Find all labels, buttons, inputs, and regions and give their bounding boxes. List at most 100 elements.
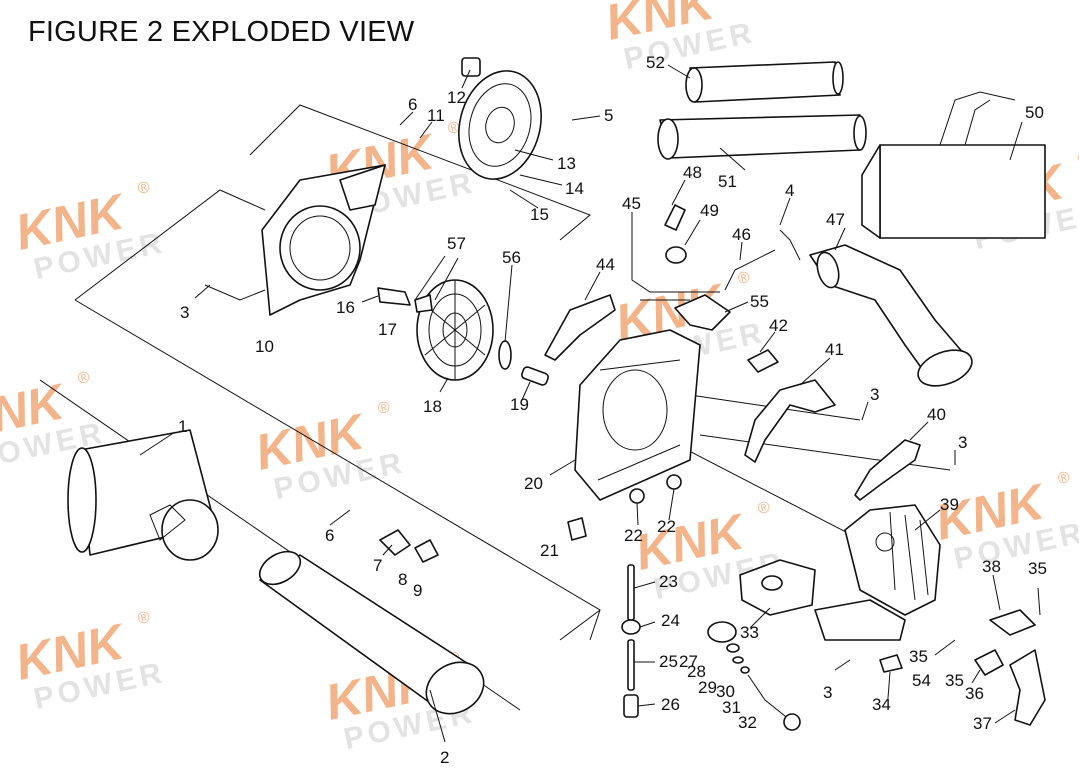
callout-34: 34	[872, 695, 891, 714]
part-49-washer	[665, 246, 687, 264]
callout-21: 21	[540, 541, 559, 560]
callout-6: 6	[408, 95, 417, 114]
callout-57: 57	[447, 234, 466, 253]
callout-56: 56	[502, 248, 521, 267]
watermark-knk-power: KNK®POWER	[251, 399, 409, 506]
part-36-clamp	[974, 649, 1004, 676]
part-48-plug	[664, 204, 686, 231]
callout-33: 33	[740, 623, 759, 642]
callout-32: 32	[738, 713, 757, 732]
watermark-registered: ®	[136, 179, 151, 198]
callout-3: 3	[958, 433, 967, 452]
callout-36: 36	[965, 684, 984, 703]
callout-55: 55	[750, 292, 769, 311]
part-13-recoil-starter	[458, 57, 542, 180]
callout-35: 35	[945, 671, 964, 690]
figure-title: FIGURE 2 EXPLODED VIEW	[28, 16, 415, 48]
callout-35: 35	[1028, 559, 1047, 578]
leader-lines	[139, 64, 1041, 743]
callout-38: 38	[982, 557, 1001, 576]
part-42-plate	[747, 349, 779, 373]
watermark-registered: ®	[756, 499, 771, 518]
callout-12: 12	[447, 88, 466, 107]
part-20-main-housing	[574, 329, 701, 501]
callout-4: 4	[785, 181, 794, 200]
callout-6: 6	[325, 526, 334, 545]
part-23-26-stack	[621, 564, 641, 718]
watermark-knk-power: KNK®POWER	[11, 609, 169, 716]
watermark-registered: ®	[736, 269, 751, 288]
watermark-knk-power: KNK®POWER	[931, 469, 1079, 576]
part-38-bracket	[989, 609, 1036, 636]
callout-30: 30	[716, 682, 735, 701]
callout-13: 13	[557, 154, 576, 173]
callout-37: 37	[973, 714, 992, 733]
callout-42: 42	[769, 316, 788, 335]
callout-17: 17	[378, 320, 397, 339]
callout-50: 50	[1025, 103, 1044, 122]
part-10-fan-housing	[261, 164, 386, 316]
part-19-shaft	[521, 366, 549, 386]
watermark-registered: ®	[1076, 149, 1079, 168]
part-33-fuel-tank	[739, 559, 816, 616]
callout-51: 51	[718, 172, 737, 191]
part-engine-base	[814, 599, 906, 641]
callout-3: 3	[823, 683, 832, 702]
callout-27: 27	[679, 652, 698, 671]
callout-18: 18	[423, 397, 442, 416]
callout-24: 24	[661, 611, 680, 630]
callout-46: 46	[732, 225, 751, 244]
callout-41: 41	[825, 340, 844, 359]
callout-15: 15	[530, 205, 549, 224]
callout-2: 2	[440, 748, 449, 767]
part-32-filter	[783, 713, 801, 731]
watermark-knk-power: KNK®POWER	[11, 179, 169, 286]
callout-25: 25	[659, 652, 678, 671]
part-8-clamp	[414, 539, 439, 563]
callout-49: 49	[700, 201, 719, 220]
callout-3: 3	[180, 303, 189, 322]
watermark-registered: ®	[136, 609, 151, 628]
callout-52: 52	[646, 53, 665, 72]
watermark-registered: ®	[376, 399, 391, 418]
callout-labels: 1 2 3 3 3 3 4 5 6 6 7 8 9 10 11 12 13 14…	[178, 53, 1047, 767]
callout-29: 29	[698, 678, 717, 697]
callout-22: 22	[624, 526, 643, 545]
part-2-tube	[258, 550, 485, 715]
callout-48: 48	[683, 163, 702, 182]
part-34-pad	[879, 654, 903, 673]
watermark-registered: ®	[76, 369, 91, 388]
callout-14: 14	[565, 179, 584, 198]
watermark-registered: ®	[446, 119, 461, 138]
callout-54: 54	[912, 671, 931, 690]
callout-22: 22	[657, 517, 676, 536]
callout-3: 3	[870, 385, 879, 404]
part-45-wire	[631, 240, 720, 293]
callout-9: 9	[413, 581, 422, 600]
part-46-rod	[724, 249, 776, 291]
part-16-bracket	[377, 287, 411, 306]
callout-10: 10	[255, 337, 274, 356]
part-7-clamp	[379, 529, 411, 556]
callout-20: 20	[524, 474, 543, 493]
part-47-elbow	[809, 244, 973, 387]
watermark-registered: ®	[1056, 469, 1071, 488]
callout-23: 23	[659, 572, 678, 591]
part-27-fuel-cap	[707, 621, 737, 643]
part-21-block	[567, 517, 587, 541]
callout-31: 31	[722, 698, 741, 717]
part-40-grip	[854, 439, 921, 501]
part-51-nozzle	[657, 114, 867, 160]
callout-47: 47	[826, 210, 845, 229]
part-56-washer	[498, 340, 512, 370]
part-32-fuel-line	[747, 674, 791, 721]
part-1-tube	[67, 429, 219, 561]
callout-11: 11	[427, 106, 445, 125]
callout-8: 8	[398, 570, 407, 589]
callout-19: 19	[510, 395, 529, 414]
callout-16: 16	[336, 298, 355, 317]
callout-28: 28	[687, 662, 706, 681]
part-29-ring	[732, 656, 744, 664]
part-52-nozzle	[685, 61, 844, 103]
